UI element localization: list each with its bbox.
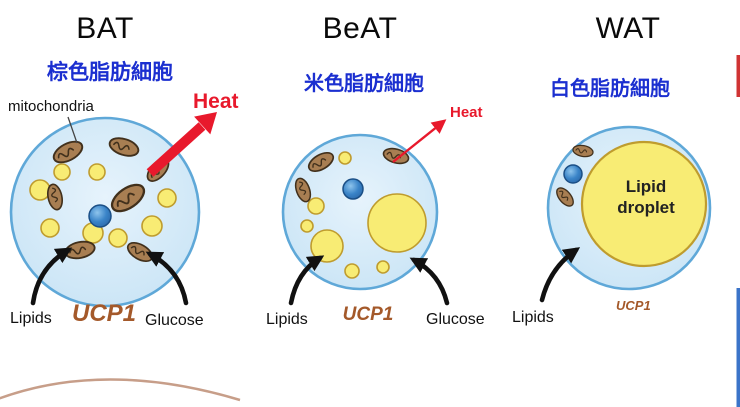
- beat-lipid-droplets: [300, 151, 427, 279]
- bat-cell-illustration: [9, 112, 217, 308]
- bat-lipids-arrow: [30, 247, 73, 306]
- bat-nucleus: [88, 204, 112, 228]
- bat-glucose-arrow: [145, 251, 189, 306]
- bat-heat-label: Heat: [193, 90, 239, 113]
- wat-nucleus: [563, 164, 583, 184]
- beat-subtitle-zh: 米色脂肪細胞: [304, 73, 424, 95]
- mitochondria-label: mitochondria: [8, 98, 94, 115]
- beat-heat-arrow: [392, 119, 447, 163]
- bat-subtitle-zh: 棕色脂肪細胞: [47, 61, 173, 84]
- bat-title: BAT: [76, 12, 134, 45]
- bat-glucose-label: Glucose: [145, 312, 204, 329]
- wat-subtitle-zh: 白色脂肪細胞: [550, 78, 670, 100]
- beat-cell-illustration: [281, 119, 450, 306]
- decorative-tan-curve: [0, 378, 241, 402]
- beat-heat-label: Heat: [450, 104, 483, 121]
- decorative-blue-edge: [736, 288, 740, 407]
- wat-ucp1-label: UCP1: [616, 298, 651, 313]
- decorative-red-edge: [736, 55, 740, 97]
- bat-lipids-label: Lipids: [10, 310, 52, 327]
- wat-title: WAT: [595, 12, 661, 45]
- beat-title: BeAT: [322, 12, 398, 45]
- beat-lipids-label: Lipids: [266, 311, 308, 328]
- beat-lipids-arrow: [288, 255, 325, 306]
- beat-nucleus: [342, 178, 364, 200]
- wat-lipids-label: Lipids: [512, 309, 554, 326]
- beat-glucose-arrow: [409, 257, 450, 306]
- wat-large-lipid-droplet: [580, 140, 708, 268]
- beat-glucose-label: Glucose: [426, 311, 485, 328]
- mitochondria-pointer-line: [67, 116, 78, 144]
- beat-ucp1-label: UCP1: [342, 304, 394, 325]
- bat-ucp1-label: UCP1: [71, 300, 137, 327]
- wat-lipid-droplet-label: Lipid droplet: [617, 177, 675, 218]
- wat-lipids-arrow: [539, 247, 581, 303]
- wat-cell-illustration: [539, 125, 712, 303]
- bat-heat-arrow: [146, 112, 217, 177]
